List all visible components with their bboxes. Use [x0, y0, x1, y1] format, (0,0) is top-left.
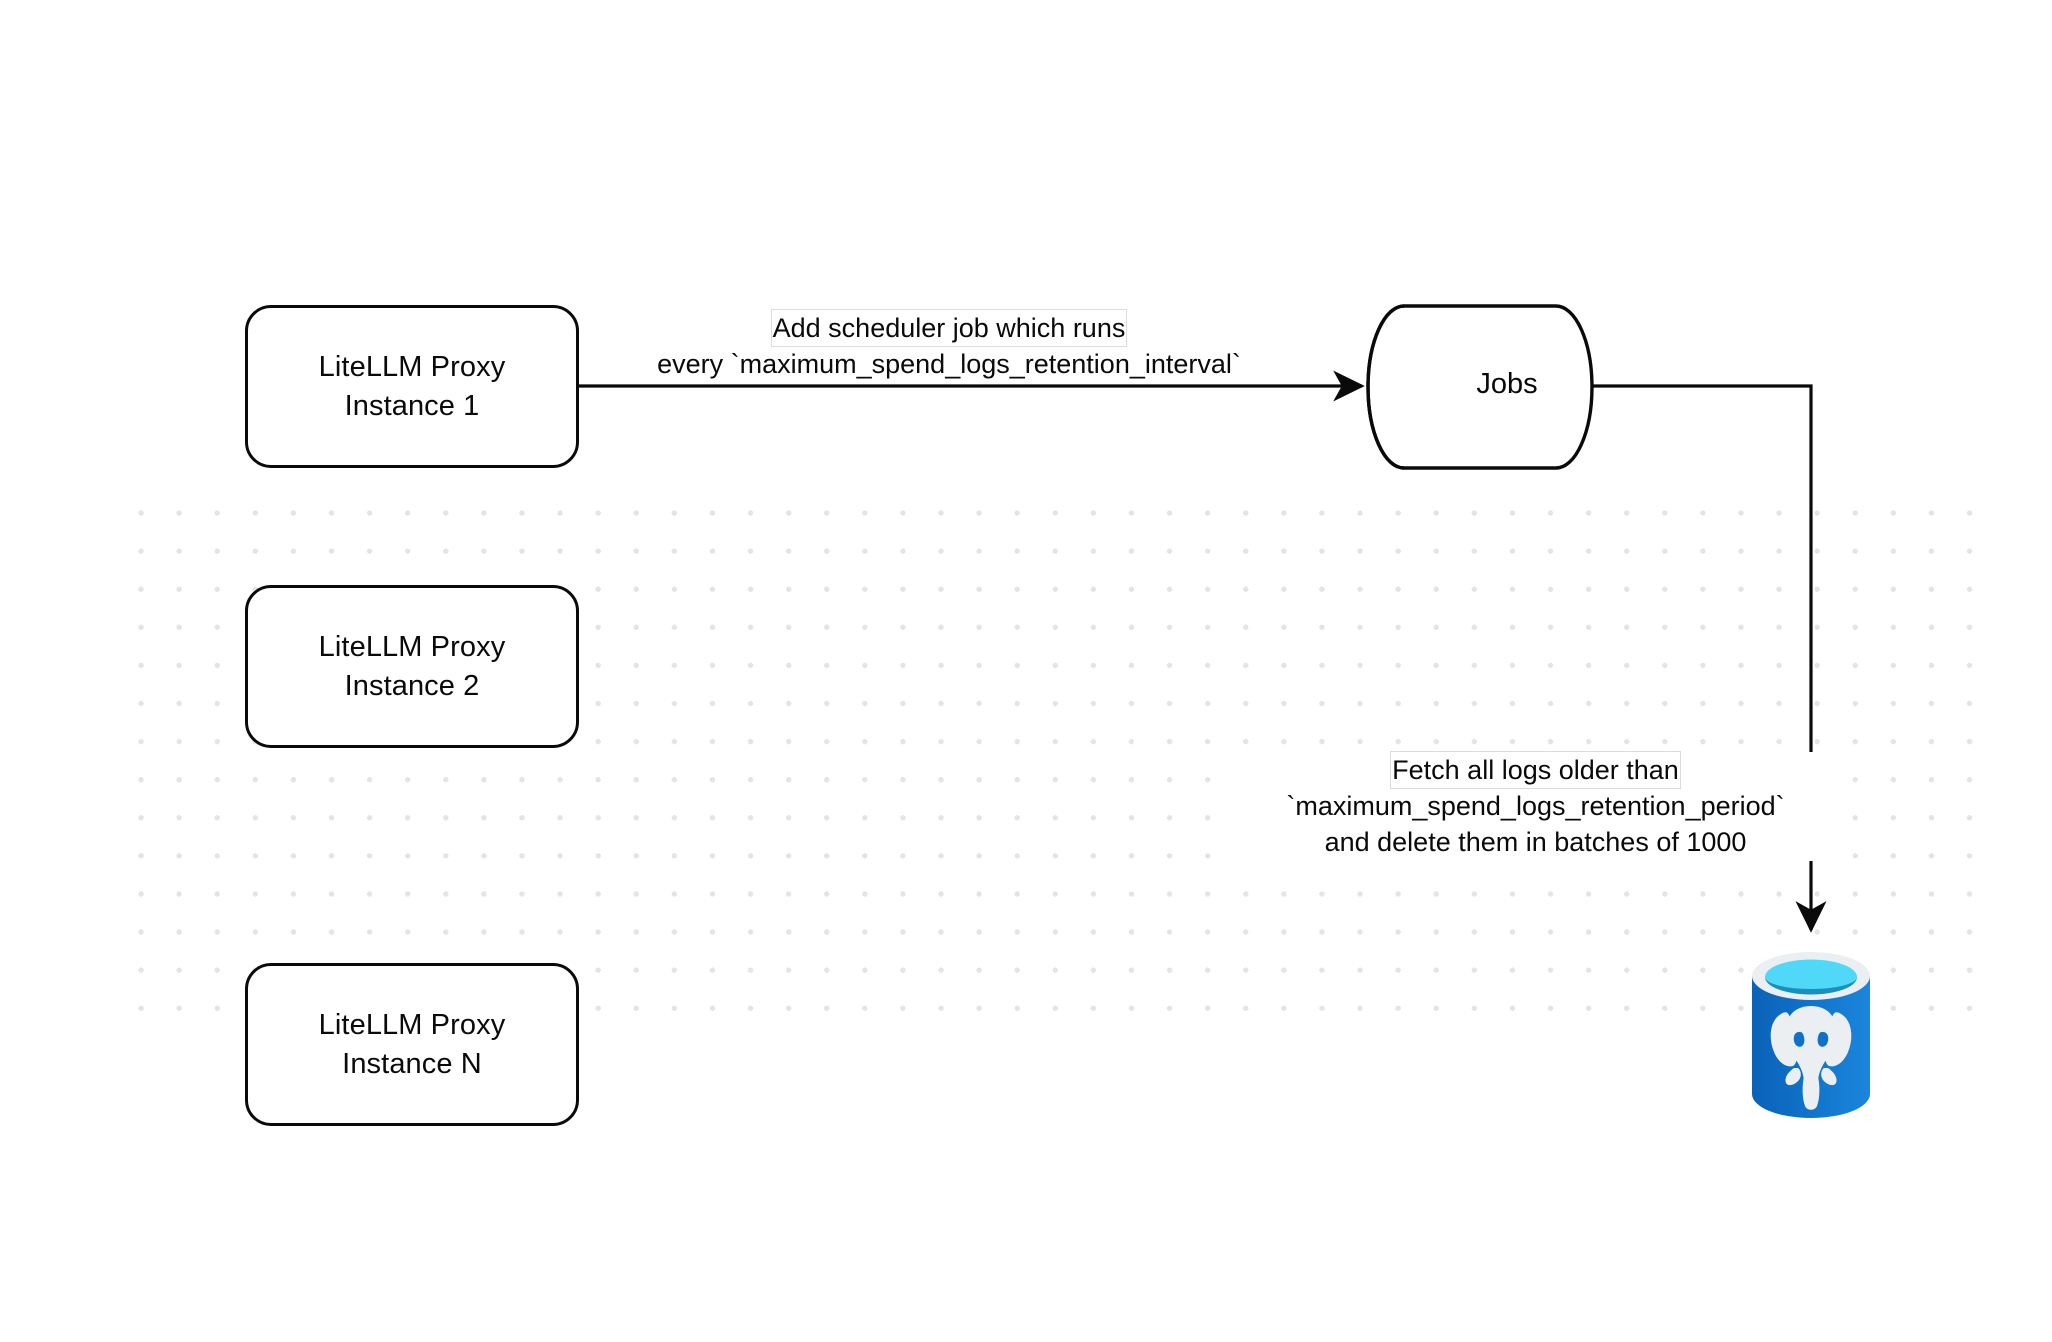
proxy-instance-n-node[interactable]: LiteLLM Proxy Instance N: [245, 963, 579, 1126]
proxy-instance-2-node[interactable]: LiteLLM Proxy Instance 2: [245, 585, 579, 748]
jobs-cylinder-label: Jobs: [1476, 368, 1538, 400]
edge-label-fetch-line3: and delete them in batches of 1000: [1324, 827, 1747, 858]
proxy-instance-1-line1: LiteLLM Proxy: [318, 351, 506, 384]
edge-jobs-to-database: [1592, 384, 1827, 933]
proxy-instance-1-line2: Instance 1: [344, 389, 480, 422]
edge-label-scheduler-line1: Add scheduler job which runs: [771, 310, 1127, 347]
proxy-instance-2-line1: LiteLLM Proxy: [318, 631, 506, 664]
proxy-instance-n-line1: LiteLLM Proxy: [318, 1009, 506, 1042]
postgres-elephant-glyph: [1770, 1006, 1852, 1110]
jobs-cylinder-shape: [1366, 304, 1594, 470]
edge-label-fetch-line1: Fetch all logs older than: [1391, 752, 1680, 789]
edge-label-fetch[interactable]: Fetch all logs older than `maximum_spend…: [1243, 752, 1828, 861]
proxy-instance-1-node[interactable]: LiteLLM Proxy Instance 1: [245, 305, 579, 468]
proxy-instance-n-line2: Instance N: [342, 1047, 482, 1080]
edge-label-fetch-line2: `maximum_spend_logs_retention_period`: [1286, 791, 1785, 822]
postgresql-database-icon[interactable]: [1748, 950, 1874, 1120]
edge-label-scheduler[interactable]: Add scheduler job which runs every `maxi…: [603, 310, 1295, 383]
proxy-instance-2-line2: Instance 2: [344, 669, 480, 702]
postgres-elephant-eyes: [1793, 1032, 1829, 1047]
edge-label-scheduler-line2: every `maximum_spend_logs_retention_inte…: [657, 349, 1241, 380]
